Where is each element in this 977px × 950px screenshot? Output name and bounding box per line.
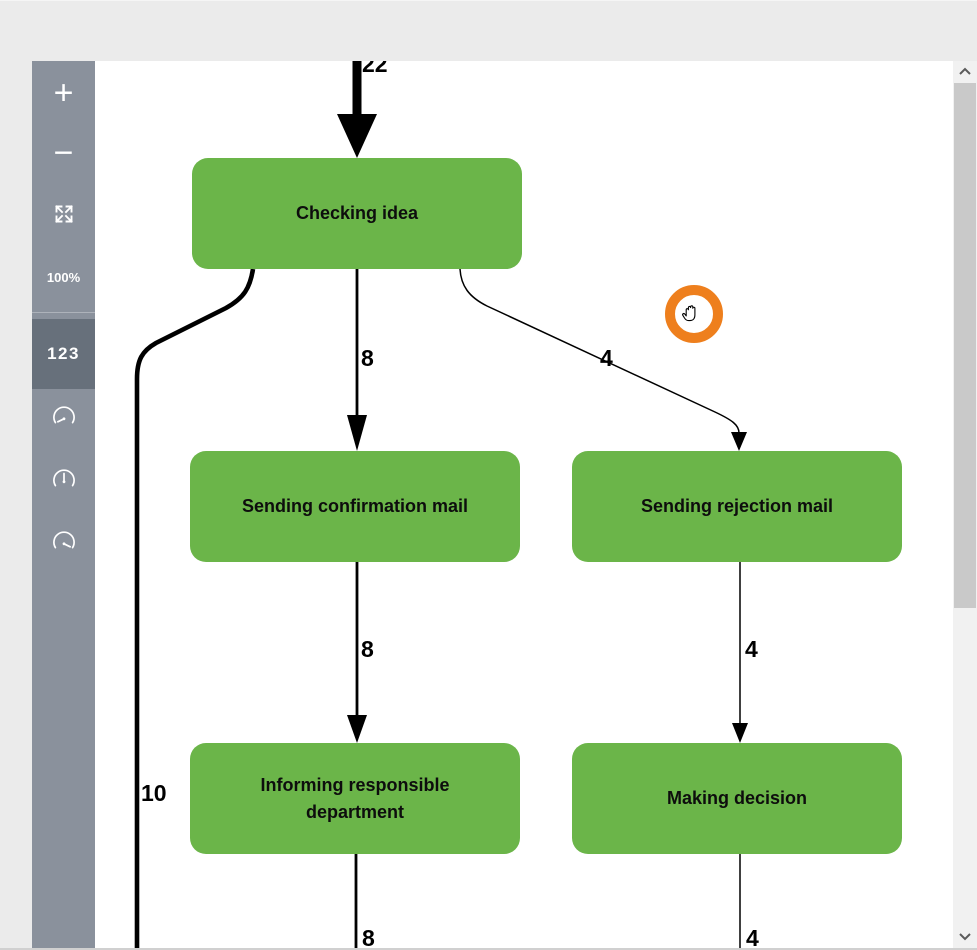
- edge-frequency-label: 8: [361, 345, 374, 371]
- edge-frequency-label: 4: [745, 636, 758, 662]
- edge-frequency-label: 8: [361, 636, 374, 662]
- scroll-down-button[interactable]: [953, 926, 977, 948]
- zoom-in-button[interactable]: +: [53, 74, 74, 112]
- edge-frequency-label: 22: [362, 61, 388, 77]
- frequency-numbers-button[interactable]: 123: [32, 319, 95, 389]
- node-making-decision[interactable]: Making decision: [572, 743, 902, 854]
- gauge-high-button[interactable]: [32, 520, 95, 568]
- hand-grab-cursor-icon: [680, 303, 700, 330]
- scroll-up-button[interactable]: [953, 61, 977, 83]
- chevron-up-icon: [958, 63, 972, 81]
- gauge-low-icon: [51, 404, 77, 435]
- edge-frequency-label: 4: [600, 345, 613, 371]
- node-sending-confirmation-mail[interactable]: Sending confirmation mail: [190, 451, 520, 562]
- click-indicator-ring: [665, 285, 723, 343]
- gauge-low-button[interactable]: [32, 395, 95, 443]
- edge-frequency-label: 10: [141, 780, 167, 806]
- zoom-toolbar: + − 100% 123: [32, 61, 95, 948]
- gauge-mid-button[interactable]: [32, 458, 95, 506]
- node-checking-idea[interactable]: Checking idea: [192, 158, 522, 269]
- chevron-down-icon: [958, 928, 972, 946]
- node-informing-responsible-department[interactable]: Informing responsible department: [190, 743, 520, 854]
- gauge-mid-icon: [51, 467, 77, 498]
- edge-frequency-label: 8: [362, 925, 375, 948]
- edge-frequency-label: 4: [746, 925, 759, 948]
- zoom-out-button[interactable]: −: [53, 134, 74, 172]
- node-sending-rejection-mail[interactable]: Sending rejection mail: [572, 451, 902, 562]
- zoom-level-indicator: 100%: [46, 269, 81, 285]
- gauge-high-icon: [51, 529, 77, 560]
- vertical-scrollbar[interactable]: [953, 61, 977, 948]
- process-canvas[interactable]: Checking idea Sending confirmation mail …: [95, 61, 953, 948]
- scrollbar-thumb[interactable]: [954, 83, 976, 608]
- expand-icon: [52, 202, 76, 231]
- fit-to-screen-button[interactable]: [32, 192, 95, 240]
- toolbar-divider: [32, 312, 95, 313]
- process-edges: [134, 61, 748, 948]
